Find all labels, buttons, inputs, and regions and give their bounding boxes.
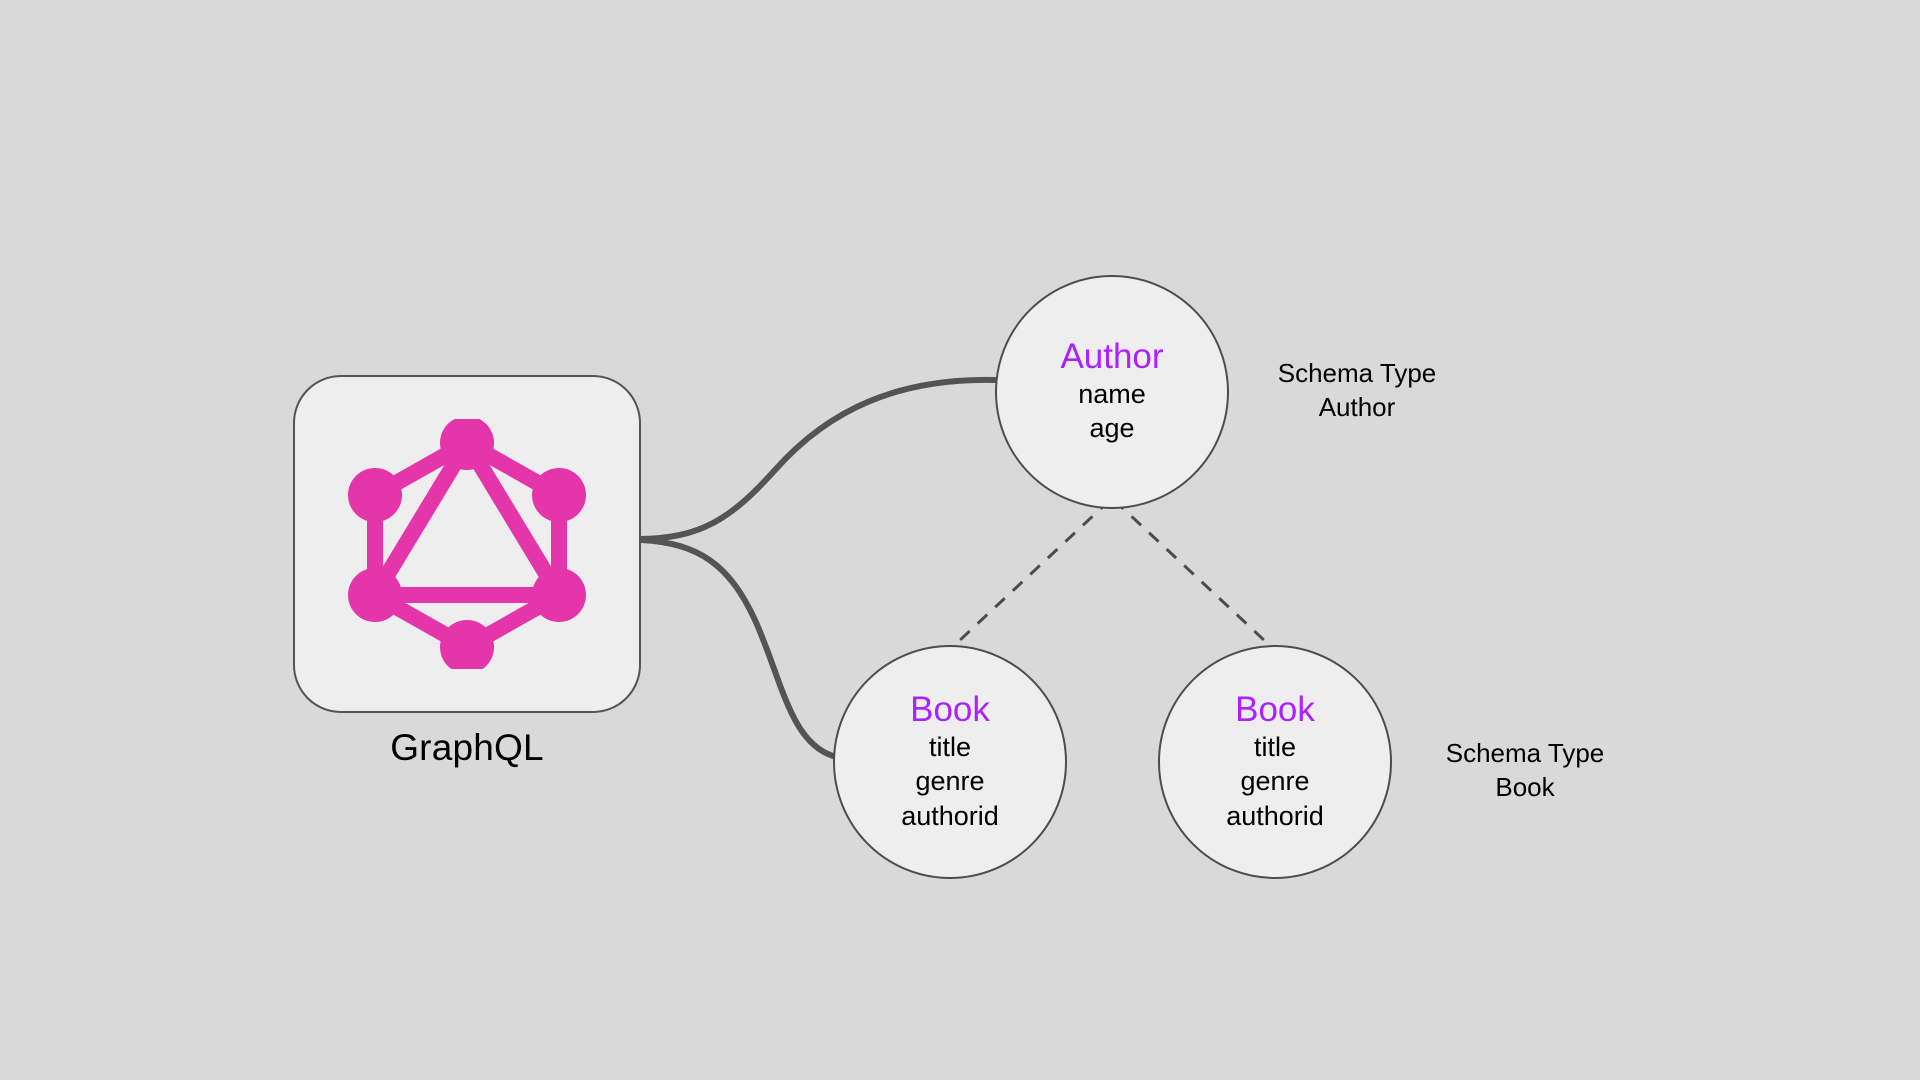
edge-graphql-to-author [638, 376, 998, 542]
node-title-book-2: Book [1235, 690, 1315, 730]
schema-node-book-1[interactable]: Book title genre authorid [833, 645, 1067, 879]
annotation-book-line1: Schema Type [1445, 738, 1605, 768]
node-field-title-2: title [1253, 731, 1297, 762]
node-field-authorid-1: authorid [901, 800, 999, 831]
graphql-logo-caption: GraphQL [390, 727, 544, 768]
edge-author-to-book-2-dashed [1112, 498, 1267, 643]
node-field-genre-2: genre [1240, 766, 1310, 797]
edge-author-to-book-1-dashed [957, 498, 1112, 643]
node-field-title-1: title [928, 731, 972, 762]
graphql-logo-icon [348, 419, 586, 669]
schema-node-author[interactable]: Author name age [995, 275, 1229, 509]
node-field-authorid-2: authorid [1226, 800, 1324, 831]
node-title-author: Author [1060, 337, 1164, 377]
annotation-author-line1: Schema Type [1277, 358, 1437, 388]
node-field-age: age [1089, 413, 1135, 444]
node-field-genre-1: genre [915, 766, 985, 797]
annotation-schema-type-book: Schema Type Book [1405, 736, 1645, 805]
edge-graphql-to-book [638, 537, 836, 759]
annotation-book-line2: Book [1495, 772, 1555, 803]
node-title-book-1: Book [910, 690, 990, 730]
graphql-logo-card[interactable] [293, 375, 641, 713]
node-field-name: name [1078, 379, 1146, 410]
annotation-author-line2: Author [1318, 392, 1396, 423]
annotation-schema-type-author: Schema Type Author [1237, 356, 1477, 425]
schema-node-book-2[interactable]: Book title genre authorid [1158, 645, 1392, 879]
